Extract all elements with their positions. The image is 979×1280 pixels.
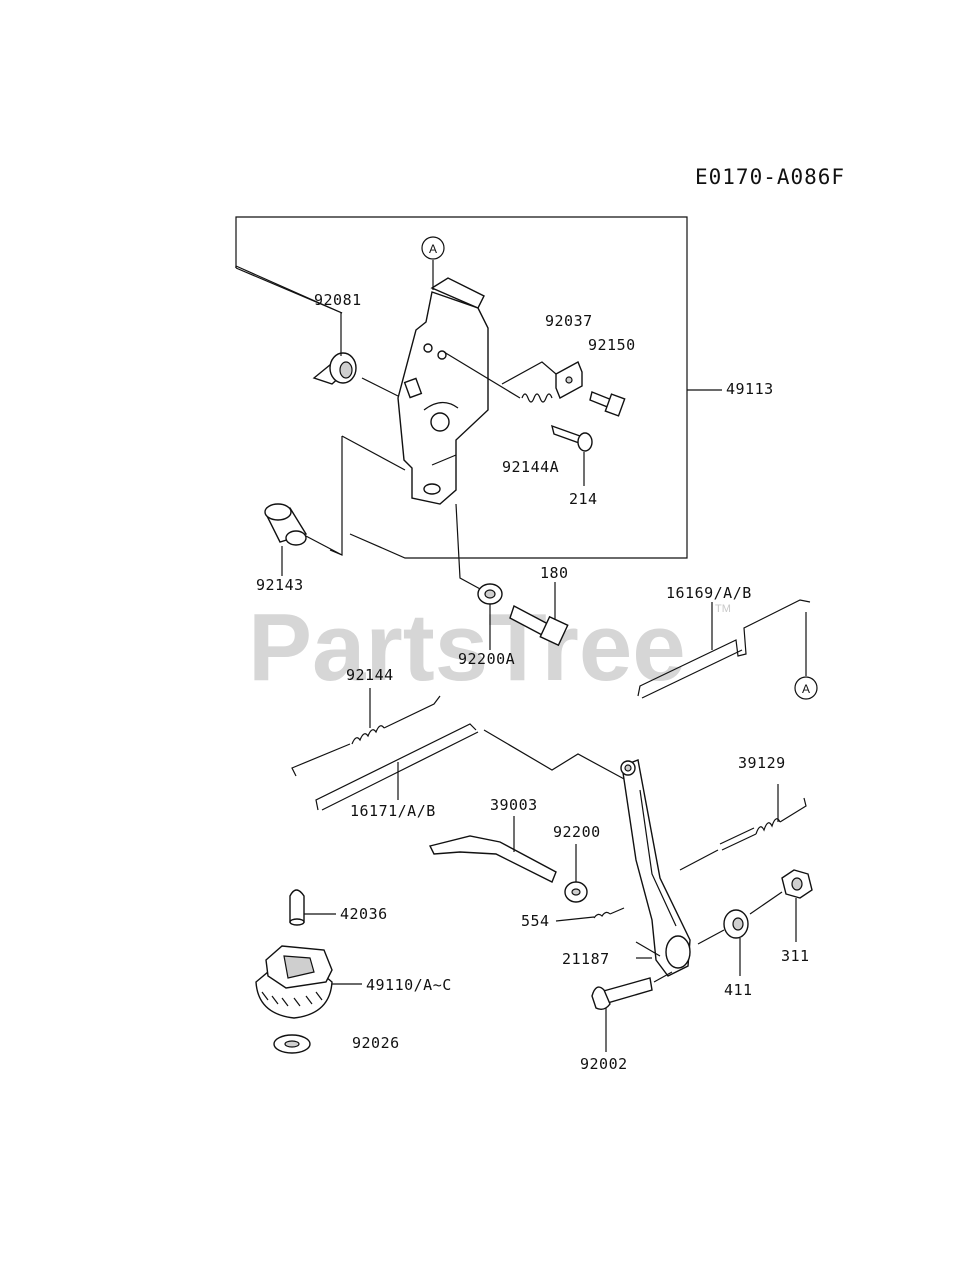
label-92144: 92144 (346, 666, 394, 684)
part-92026-washer (273, 1034, 311, 1054)
label-92143: 92143 (256, 576, 304, 594)
label-92200a: 92200A (458, 650, 515, 668)
label-92144a: 92144A (502, 458, 559, 476)
label-92037: 92037 (545, 312, 593, 330)
part-411-washer (697, 909, 749, 976)
watermark: PartsTree (248, 594, 686, 701)
leader-plate-92200a (455, 503, 483, 591)
ref-marker-a-top (421, 236, 445, 260)
part-214-screw (551, 424, 593, 486)
part-92037-clip (501, 361, 583, 399)
part-92200a-washer (477, 583, 503, 650)
part-39129-spring (679, 784, 807, 871)
label-180: 180 (540, 564, 569, 582)
part-180-bolt (509, 582, 569, 647)
part-92200-washer (564, 844, 588, 903)
label-42036: 42036 (340, 905, 388, 923)
part-spring-small (443, 351, 553, 403)
governor-plate (397, 277, 489, 505)
label-21187: 21187 (562, 950, 610, 968)
label-16171: 16171/A/B (350, 802, 436, 820)
part-39003-shaft (428, 816, 557, 883)
part-92002-bolt (591, 971, 673, 1052)
part-21187-lever (620, 759, 691, 977)
leader-box-inner (341, 435, 406, 471)
label-39129: 39129 (738, 754, 786, 772)
label-39003: 39003 (490, 796, 538, 814)
label-92026: 92026 (352, 1034, 400, 1052)
label-92081: 92081 (314, 291, 362, 309)
part-311-nut (749, 869, 813, 942)
part-92144-spring (291, 688, 441, 777)
leader-box-bottom (349, 533, 472, 559)
diagram-code: E0170-A086F (695, 165, 845, 189)
label-16169: 16169/A/B (666, 584, 752, 602)
part-92081-bushing (312, 312, 399, 397)
leader-92143 (303, 534, 343, 556)
part-42036-pin (289, 889, 336, 926)
box-edge (235, 267, 343, 314)
label-311: 311 (781, 947, 810, 965)
label-49110: 49110/A~C (366, 976, 452, 994)
ref-marker-a-bottom (794, 676, 818, 700)
ref-marker-a-top-text: A (429, 242, 437, 256)
label-92150: 92150 (588, 336, 636, 354)
watermark-tm: TM (715, 603, 731, 615)
label-214: 214 (569, 490, 598, 508)
label-49113: 49113 (726, 380, 774, 398)
part-16171-rod (315, 723, 479, 811)
part-92143-bushing (264, 503, 308, 576)
leader-rod-lever (483, 729, 627, 781)
leader-92143-bracket (329, 436, 343, 556)
part-49110-gear (255, 945, 362, 1019)
label-92002: 92002 (580, 1055, 628, 1073)
label-92200: 92200 (553, 823, 601, 841)
label-554: 554 (521, 912, 550, 930)
part-92150-screw (589, 391, 626, 417)
ref-marker-a-bottom-text: A (802, 682, 810, 696)
part-16169-rod (637, 599, 811, 699)
part-554-spring (555, 907, 625, 922)
label-411: 411 (724, 981, 753, 999)
